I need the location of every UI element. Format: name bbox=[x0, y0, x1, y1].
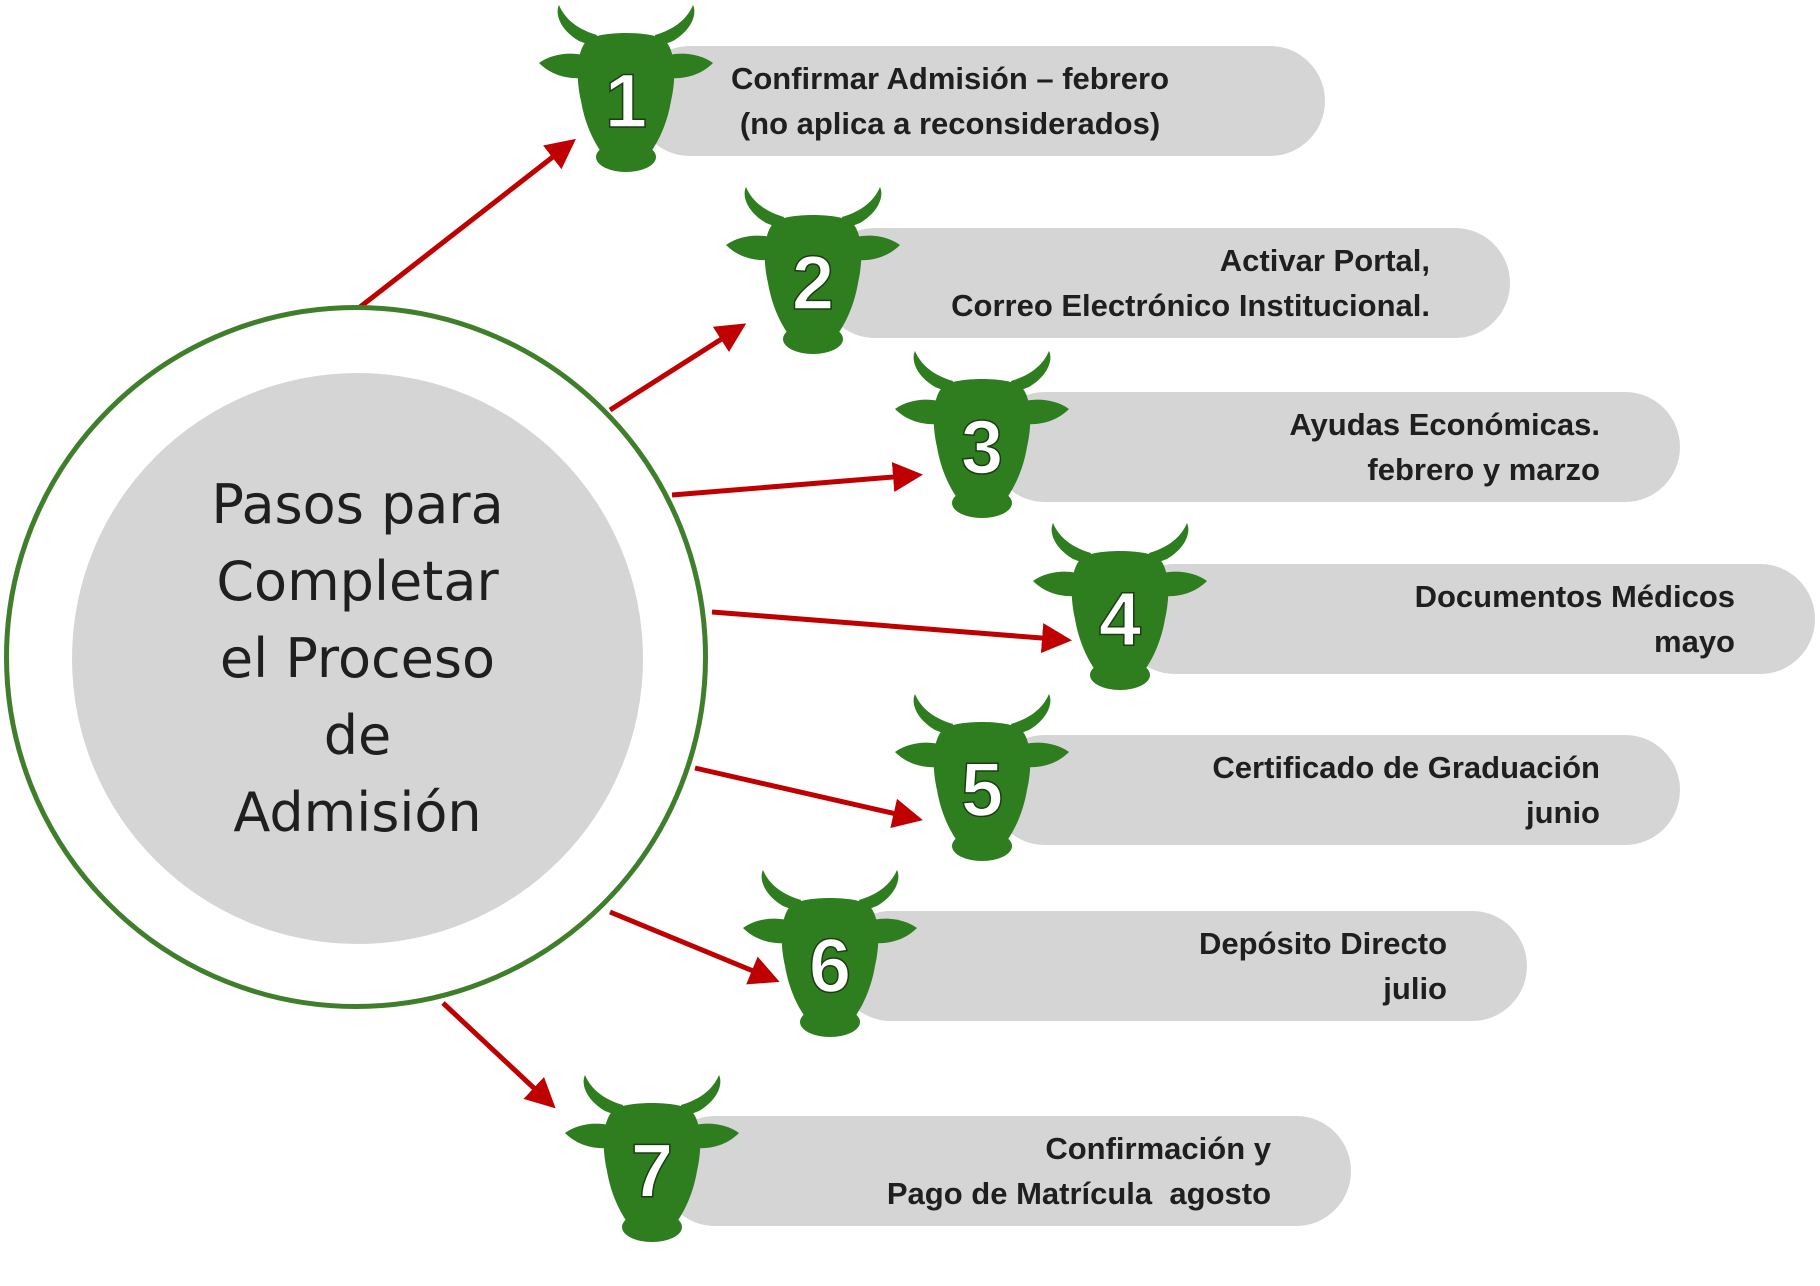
step-1-text: Confirmar Admisión – febrero bbox=[730, 61, 1170, 96]
hub-title-line: el Proceso bbox=[219, 627, 496, 690]
step-5-card: Certificado de Graduación junio bbox=[990, 735, 1680, 845]
step-3-number: 3 bbox=[961, 405, 1003, 490]
step-1-number: 1 bbox=[605, 59, 647, 144]
arrow-to-step-7 bbox=[441, 1001, 556, 1109]
arrow-to-step-4 bbox=[711, 609, 1072, 653]
bull-head-icon: 6 bbox=[743, 870, 923, 1040]
step-3-text: Ayudas Económicas. bbox=[1289, 407, 1600, 442]
step-1-card: Confirmar Admisión – febrero (no aplica … bbox=[635, 46, 1325, 156]
arrow-to-step-2 bbox=[608, 323, 747, 413]
step-5-number: 5 bbox=[961, 748, 1003, 833]
step-2-text: Activar Portal, bbox=[1219, 243, 1430, 278]
hub-title-line: Completar bbox=[216, 550, 499, 613]
step-5-text: Certificado de Graduación bbox=[1212, 750, 1600, 785]
step-3-card: Ayudas Económicas. febrero y marzo bbox=[990, 392, 1680, 502]
step-2-text: Correo Electrónico Institucional. bbox=[951, 288, 1430, 323]
hub-title-line: de bbox=[323, 704, 392, 767]
bull-head-icon: 7 bbox=[565, 1075, 745, 1245]
step-4-number: 4 bbox=[1099, 577, 1141, 662]
bull-head-icon: 2 bbox=[726, 187, 906, 357]
hub-title: Pasos para Completar el Proceso de Admis… bbox=[72, 373, 643, 944]
bull-head-icon: 1 bbox=[539, 5, 719, 175]
step-7-text: Pago de Matrícula agosto bbox=[886, 1176, 1271, 1211]
hub-title-line: Admisión bbox=[233, 781, 482, 844]
step-6-card: Depósito Directo julio bbox=[836, 911, 1527, 1021]
step-2-number: 2 bbox=[792, 241, 834, 326]
arrow-to-step-3 bbox=[671, 462, 923, 498]
step-2-card: Activar Portal, Correo Electrónico Insti… bbox=[820, 228, 1510, 338]
step-7-card: Confirmación y Pago de Matrícula agosto bbox=[660, 1116, 1351, 1226]
arrow-to-step-5 bbox=[694, 765, 923, 829]
step-7-text: Confirmación y bbox=[1045, 1131, 1271, 1166]
step-6-number: 6 bbox=[809, 924, 851, 1009]
step-6-text: julio bbox=[1383, 971, 1447, 1006]
step-5-text: junio bbox=[1525, 795, 1600, 830]
step-4-text: Documentos Médicos bbox=[1414, 579, 1735, 614]
step-7-number: 7 bbox=[631, 1129, 673, 1214]
hub-title-line: Pasos para bbox=[211, 473, 504, 536]
step-4-text: mayo bbox=[1654, 624, 1735, 659]
bull-head-icon: 4 bbox=[1033, 523, 1213, 693]
bull-head-icon: 3 bbox=[895, 351, 1075, 521]
bull-head-icon: 5 bbox=[895, 694, 1075, 864]
arrow-to-step-6 bbox=[609, 909, 780, 985]
step-4-card: Documentos Médicos mayo bbox=[1120, 564, 1815, 674]
step-3-text: febrero y marzo bbox=[1367, 452, 1600, 487]
step-6-text: Depósito Directo bbox=[1198, 926, 1447, 961]
arrow-to-step-1 bbox=[358, 138, 576, 309]
step-1-text: (no aplica a reconsiderados) bbox=[739, 106, 1161, 141]
